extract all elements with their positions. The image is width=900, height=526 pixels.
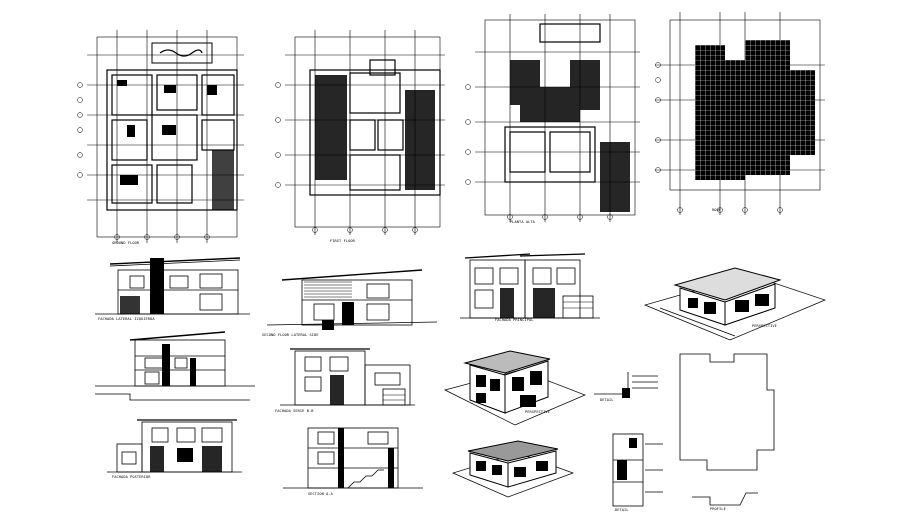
perspective-view-3 [448,435,578,500]
construction-detail-2: DETAIL [605,430,665,515]
elevation-caption: FACHADA LATERAL IZQUIERDA [98,317,155,321]
plan-caption: GROUND FLOOR [112,241,140,245]
detail-caption: DETAIL [600,398,614,402]
first-floor-plan: FIRST FLOOR [270,25,450,250]
site-outline [672,350,782,480]
right-side-elevation: SECOND FLOOR LATERAL SIDE [262,260,442,342]
second-floor-plan: PLANTA ALTA [460,12,645,227]
section-b: SECTION A-A [278,420,428,505]
section-a [90,328,260,410]
elevation-caption: SECTION A-A [308,492,333,496]
plan-caption: FIRST FLOOR [330,239,355,243]
detail-caption: DETAIL [615,508,629,512]
roof-plan: ROOF [650,10,830,220]
site-profile: PROFILE [690,485,760,515]
elevation-caption: PERSPECTIVE [752,324,777,328]
rear-elevation: FACHADA SERIE B-B [275,345,420,415]
back-elevation: FACHADA POSTERIOR [102,412,247,487]
plan-caption: PLANTA ALTA [510,220,535,224]
plan-caption: ROOF [712,208,722,212]
elevation-caption: FACHADA PRINCIPAL [495,318,534,322]
perspective-view-2: PERSPECTIVE [440,345,590,430]
elevation-caption: FACHADA POSTERIOR [112,475,151,479]
left-side-elevation: FACHADA LATERAL IZQUIERDA [90,252,255,330]
front-elevation: FACHADA PRINCIPAL [455,250,605,330]
construction-detail-1: DETAIL [592,368,662,410]
elevation-caption: PERSPECTIVE [525,410,550,414]
elevation-caption: SECOND FLOOR LATERAL SIDE [262,333,319,337]
detail-caption: PROFILE [710,507,726,511]
ground-floor-plan: GROUND FLOOR [72,25,252,250]
perspective-view-1: PERSPECTIVE [640,260,830,345]
elevation-caption: FACHADA SERIE B-B [275,409,314,413]
